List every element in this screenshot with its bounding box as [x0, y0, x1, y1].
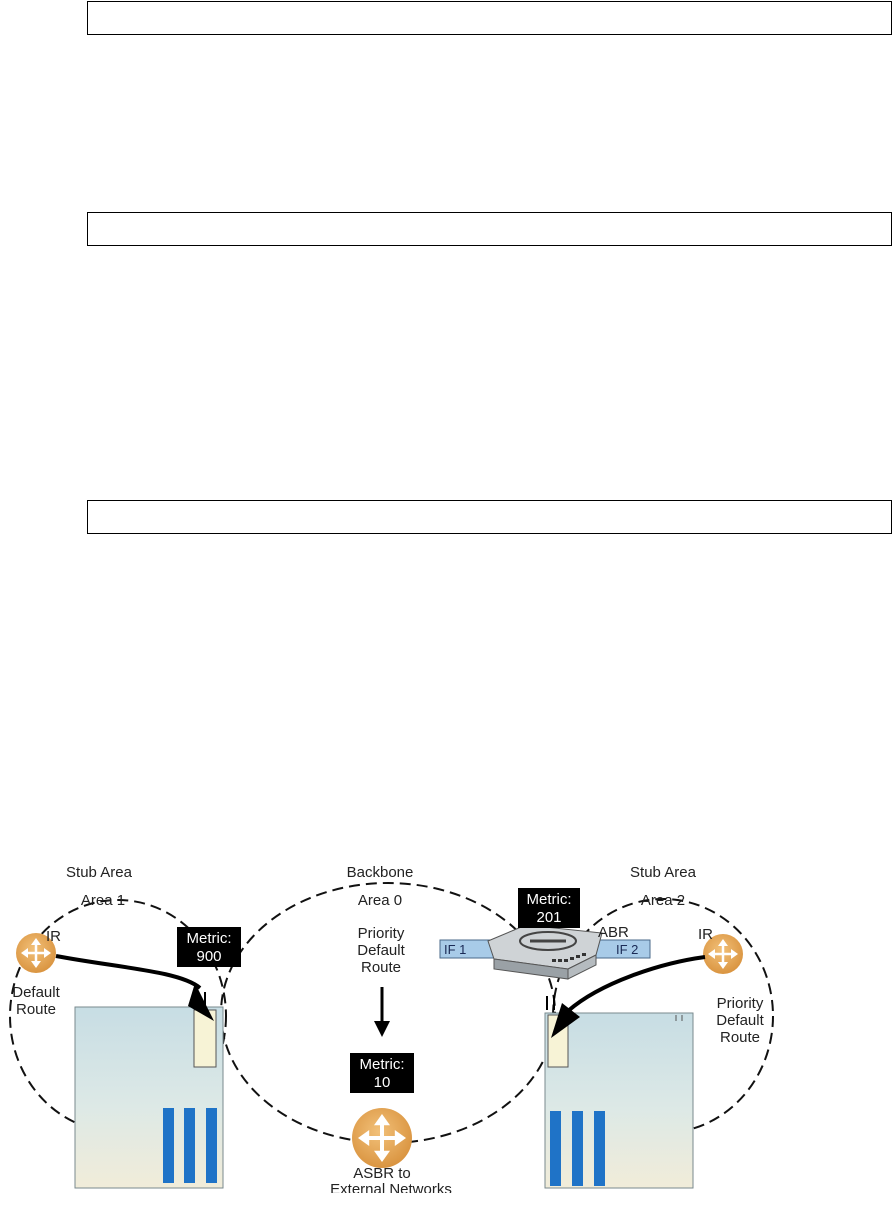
- priority-center-line1: Priority: [358, 925, 405, 942]
- priority-center-line3: Route: [361, 959, 401, 976]
- asbr-label-line1: ASBR to: [353, 1165, 411, 1182]
- left-default-route-line1: Default: [12, 984, 60, 1001]
- if1-label: IF 1: [444, 942, 466, 957]
- priority-center-line2: Default: [357, 942, 405, 959]
- priority-right-line3: Route: [720, 1029, 760, 1046]
- left-default-route-line2: Route: [16, 1001, 56, 1018]
- ir-left-router-icon: [16, 933, 56, 973]
- metric-box-left: Metric: 900: [177, 927, 241, 967]
- area-1-title: Stub Area: [66, 864, 133, 881]
- right-priority-route-arrow: [566, 955, 706, 1013]
- blade: [184, 1108, 195, 1183]
- svg-text:Metric:: Metric:: [187, 930, 232, 947]
- asbr-router-icon: [352, 1108, 412, 1168]
- asbr-label-line2: External Networks: [330, 1181, 452, 1193]
- svg-text:10: 10: [374, 1074, 391, 1091]
- area-0-boundary: [220, 882, 556, 1144]
- blade: [594, 1111, 605, 1186]
- empty-field-2: [87, 212, 892, 246]
- empty-field-3: [87, 500, 892, 534]
- priority-right-line2: Default: [716, 1012, 764, 1029]
- left-server-rack: [74, 1006, 224, 1189]
- svg-text:201: 201: [536, 909, 561, 926]
- area-1-subtitle: Area 1: [81, 892, 125, 909]
- area-2-subtitle: Area 2: [641, 892, 685, 909]
- priority-right-line1: Priority: [717, 995, 764, 1012]
- left-default-route-arrow: [55, 954, 202, 990]
- metric-box-asbr: Metric: 10: [350, 1053, 414, 1093]
- empty-field-1: [87, 1, 892, 35]
- if2-label: IF 2: [616, 942, 638, 957]
- blade: [206, 1108, 217, 1183]
- blade: [550, 1111, 561, 1186]
- ospf-area-diagram: IF 1 IF 2 Metric: 900: [9, 864, 774, 1193]
- ir-left-label: IR: [46, 928, 61, 945]
- ir-right-router-icon: [703, 934, 743, 974]
- blade: [163, 1108, 174, 1183]
- area-0-subtitle: Area 0: [358, 892, 402, 909]
- svg-text:Metric:: Metric:: [527, 891, 572, 908]
- svg-text:Metric:: Metric:: [360, 1056, 405, 1073]
- abr-switch-icon: [487, 924, 603, 980]
- abr-label: ABR: [598, 924, 629, 941]
- area-2-title: Stub Area: [630, 864, 697, 881]
- ir-right-label: IR: [698, 926, 713, 943]
- area-0-title: Backbone: [347, 864, 414, 881]
- metric-box-abr: Metric: 201: [518, 888, 580, 928]
- blade: [572, 1111, 583, 1186]
- svg-text:900: 900: [196, 948, 221, 965]
- right-server-rack: [544, 1012, 694, 1189]
